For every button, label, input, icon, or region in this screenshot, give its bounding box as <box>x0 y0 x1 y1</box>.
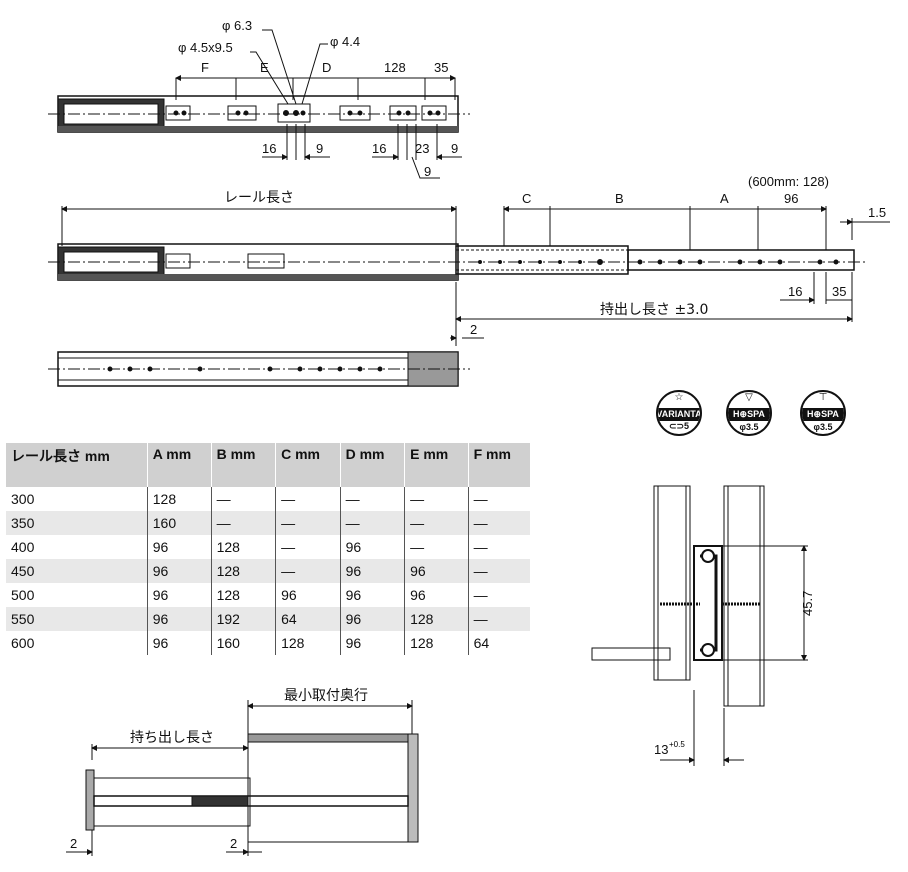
dim-2-drawer-b: 2 <box>230 836 237 851</box>
dim-96: 96 <box>784 191 798 206</box>
dim-1-5: 1.5 <box>868 205 886 220</box>
dim-phi-4-5x9-5: φ 4.5x9.5 <box>178 40 233 55</box>
col-F: F mm <box>467 443 530 487</box>
drawer-view <box>66 700 419 856</box>
dim-16-end: 16 <box>788 284 802 299</box>
col-B: B mm <box>210 443 276 487</box>
dim-E: E <box>260 60 269 75</box>
dim-13: 13 <box>654 742 668 757</box>
drawer-travel-label: 持ち出し長さ <box>130 730 214 746</box>
dim-phi-4-4: φ 4.4 <box>330 34 360 49</box>
dim-2-drawer-a: 2 <box>70 836 77 851</box>
top-view <box>48 29 470 179</box>
travel-length-label: 持出し長さ ±3.0 <box>600 302 708 318</box>
extended-view <box>48 206 890 346</box>
dim-13-tolerance: +0.5 <box>669 740 685 749</box>
dim-2-ext: 2 <box>470 322 477 337</box>
col-A: A mm <box>146 443 212 487</box>
col-D: D mm <box>339 443 405 487</box>
dimension-table: レール長さ mm A mm B mm C mm D mm E mm F mm 3… <box>6 443 530 655</box>
dim-35: 35 <box>434 60 448 75</box>
table-header-row: レール長さ mm A mm B mm C mm D mm E mm F mm <box>6 443 530 487</box>
rail-length-label: レール長さ <box>224 190 294 206</box>
dim-phi-6-3: φ 6.3 <box>222 18 252 33</box>
col-E: E mm <box>404 443 469 487</box>
dim-45-7: 45.7 <box>800 591 815 616</box>
min-depth-label: 最小取付奥行 <box>284 687 368 704</box>
dim-16b: 16 <box>372 141 386 156</box>
dim-D: D <box>322 60 331 75</box>
col-rail-length: レール長さ mm <box>6 443 148 487</box>
dim-16a: 16 <box>262 141 276 156</box>
cross-section-view <box>591 485 808 766</box>
dim-C: C <box>522 191 531 206</box>
dim-35-end: 35 <box>832 284 846 299</box>
note-600mm: (600mm: 128) <box>748 174 829 189</box>
col-C: C mm <box>275 443 341 487</box>
dim-F: F <box>201 60 209 75</box>
dim-A: A <box>720 191 729 206</box>
dim-9a: 9 <box>316 141 323 156</box>
hospa-screw-badge-1: ▽ H⊕SPA φ3.5 <box>726 390 772 436</box>
dim-23: 23 <box>415 141 429 156</box>
varianta-screw-badge: ☆ VARIANTA ⊂⊃5 <box>656 390 702 436</box>
dim-9b: 9 <box>451 141 458 156</box>
side-profile-view <box>48 351 470 387</box>
dim-B: B <box>615 191 624 206</box>
hospa-screw-badge-2: ⊤ H⊕SPA φ3.5 <box>800 390 846 436</box>
dim-128: 128 <box>384 60 406 75</box>
dim-9c: 9 <box>424 164 431 179</box>
